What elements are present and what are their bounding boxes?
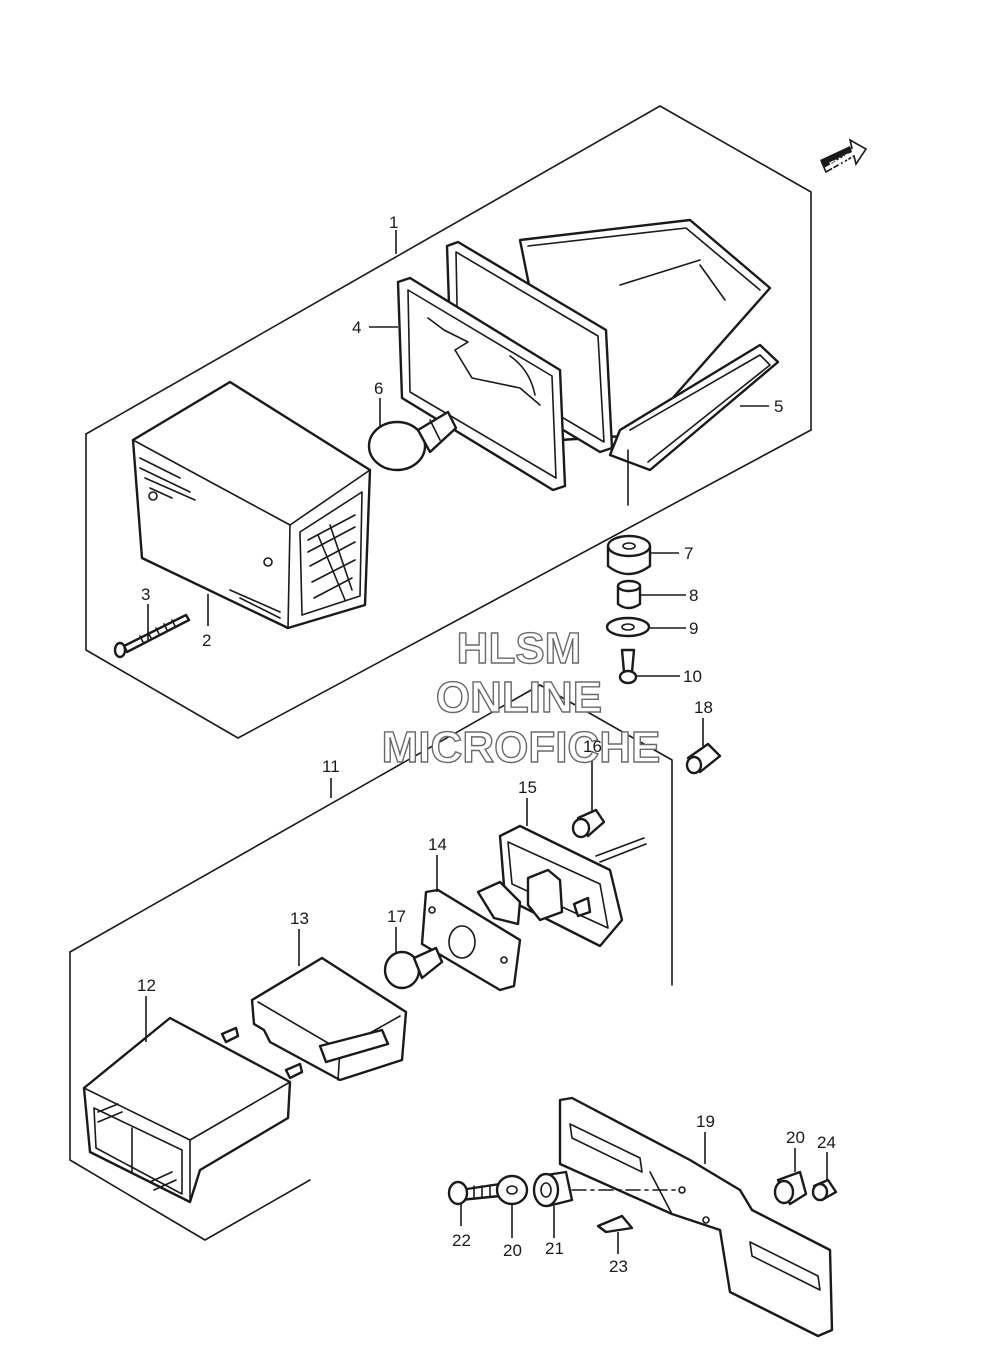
part-20-collar-right [773, 1170, 808, 1206]
callout-4: 4 [352, 318, 361, 337]
part-20-collar-left [495, 1174, 529, 1206]
callout-16: 16 [583, 737, 602, 756]
watermark-line-1: HLSM [457, 624, 582, 673]
callout-9: 9 [689, 619, 698, 638]
part-23-clip [596, 1214, 634, 1234]
part-19-bracket [558, 1096, 834, 1338]
part-14-socket-plate [420, 880, 522, 992]
callout-labels: 1 2 3 4 5 6 7 8 9 10 11 12 13 14 15 16 1… [137, 213, 836, 1276]
callout-24: 24 [817, 1133, 836, 1152]
part-24-nut [811, 1178, 838, 1202]
parts-7-10-mount-hardware [605, 449, 652, 685]
assembly-frame-upper [85, 105, 812, 739]
watermark-line-2: ONLINE [436, 673, 602, 722]
callout-13: 13 [290, 909, 309, 928]
part-3-screw [113, 613, 191, 659]
callout-7: 7 [684, 544, 693, 563]
forward-direction-arrow-icon: FWD [820, 138, 868, 174]
callout-11: 11 [322, 757, 340, 776]
callout-21: 21 [545, 1239, 564, 1258]
part-22-bolt [447, 1180, 502, 1206]
leader-lines [145, 230, 828, 1254]
callout-14: 14 [428, 835, 447, 854]
callout-10: 10 [683, 667, 702, 686]
watermark-line-3: MICROFICHE [382, 723, 661, 772]
callout-23: 23 [609, 1257, 628, 1276]
callout-20-right: 20 [786, 1128, 805, 1147]
part-18-spacer [685, 742, 722, 775]
callout-3: 3 [141, 585, 150, 604]
callout-5: 5 [774, 397, 783, 416]
callout-12: 12 [137, 976, 156, 995]
part-17-bulb [383, 946, 444, 990]
part-16-grommet [571, 808, 606, 839]
part-12-lamp-housing [82, 1016, 304, 1204]
callout-8: 8 [689, 586, 698, 605]
callout-15: 15 [518, 778, 537, 797]
callout-20-left: 20 [503, 1241, 522, 1260]
watermark: HLSM ONLINE MICROFICHE [381, 623, 661, 772]
callout-19: 19 [696, 1112, 715, 1131]
part-2-lens [131, 380, 372, 630]
part-6-bulb [367, 410, 458, 472]
callout-17: 17 [387, 907, 406, 926]
part-13-lens-cover [250, 956, 408, 1082]
fwd-badge-label: FWD [828, 151, 856, 173]
callout-6: 6 [374, 379, 383, 398]
callout-1: 1 [389, 213, 398, 232]
part-21-rubber-bushing [532, 1170, 574, 1208]
assembly-frame-lower [69, 684, 673, 1241]
callout-18: 18 [694, 698, 713, 717]
part-15-socket-housing [498, 824, 647, 948]
callout-2: 2 [202, 631, 211, 650]
part-4-gasket [396, 276, 567, 492]
callout-22: 22 [452, 1231, 471, 1250]
